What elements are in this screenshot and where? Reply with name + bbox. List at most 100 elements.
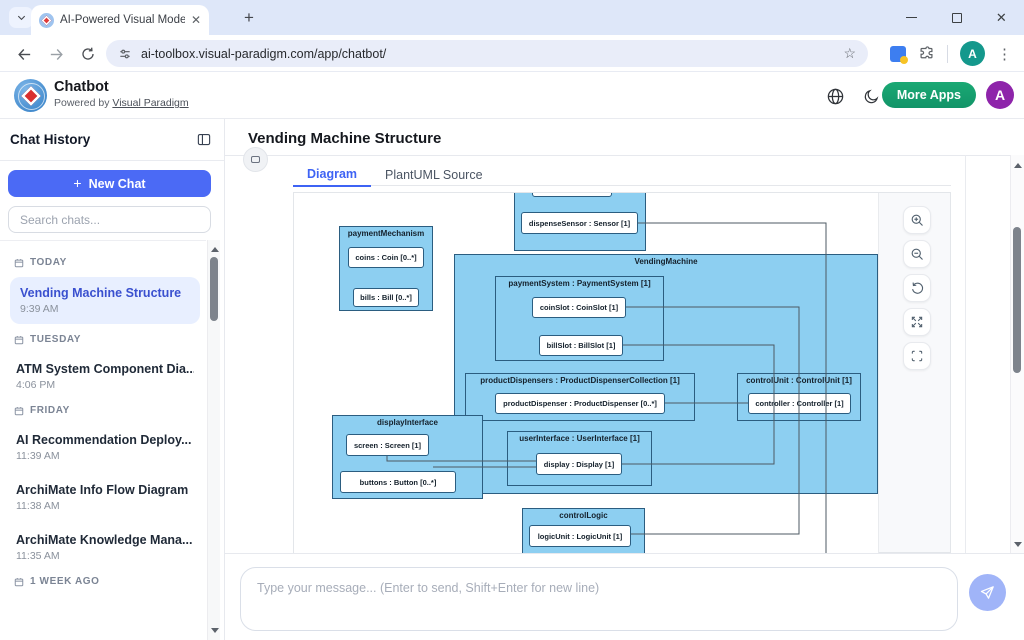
diagram-node-coins: coins : Coin [0..*] — [348, 247, 424, 268]
page-title: Vending Machine Structure — [248, 130, 442, 147]
more-apps-button[interactable]: More Apps — [881, 82, 976, 108]
chat-group-header: 1 WEEK AGO — [14, 576, 200, 587]
app-header: Chatbot Powered by Visual Paradigm More … — [0, 72, 1024, 119]
tab-search-button[interactable] — [9, 7, 33, 28]
browser-tab[interactable]: AI-Powered Visual Modeling Ch ✕ — [31, 5, 209, 35]
sidebar-header: Chat History — [0, 119, 224, 161]
new-chat-label: New Chat — [88, 176, 146, 191]
dark-mode-button[interactable] — [860, 85, 882, 107]
chat-scroll-down-icon[interactable] — [1013, 542, 1022, 547]
moon-icon — [864, 89, 878, 103]
forward-button[interactable] — [44, 42, 68, 66]
expand-button[interactable] — [903, 308, 931, 336]
chat-item-time: 9:39 AM — [20, 303, 59, 315]
diagram-node-title: VendingMachine — [634, 257, 698, 266]
diagram-node-display: display : Display [1] — [536, 453, 622, 475]
user-avatar[interactable]: A — [986, 81, 1014, 109]
zoom-out-button[interactable] — [903, 240, 931, 268]
language-button[interactable] — [824, 85, 846, 107]
diagram-node-screen: screen : Screen [1] — [346, 434, 429, 456]
browser-menu-icon[interactable]: ⋮ — [997, 45, 1012, 63]
window-maximize-button[interactable] — [951, 12, 962, 23]
tab-diagram[interactable]: Diagram — [293, 162, 372, 187]
globe-icon — [827, 88, 843, 104]
reset-view-button[interactable] — [903, 274, 931, 302]
diagram-node-controller: controller : Controller [1] — [748, 393, 851, 414]
sidebar-scrollbar-thumb[interactable] — [210, 257, 218, 321]
search-chats-input[interactable] — [8, 206, 211, 233]
fullscreen-button[interactable] — [903, 342, 931, 370]
chat-scroll-up-icon[interactable] — [1013, 163, 1022, 168]
diagram-viewer: dispenseSensor : Sensor [1] paymentMechan… — [293, 192, 951, 554]
chat-item-time: 4:06 PM — [16, 379, 56, 391]
diagram-node-title: paymentSystem : PaymentSystem [1] — [508, 279, 651, 288]
chat-group-label: TODAY — [30, 257, 67, 268]
diagram-canvas[interactable]: dispenseSensor : Sensor [1] paymentMechan… — [294, 193, 879, 554]
browser-profile-avatar[interactable]: A — [960, 41, 985, 66]
tab-close-icon[interactable]: ✕ — [190, 13, 201, 27]
bookmark-star-icon[interactable]: ☆ — [843, 45, 856, 61]
chat-history-item[interactable]: ArchiMate Knowledge Mana...11:35 AM — [10, 529, 200, 566]
scroll-top-button[interactable] — [243, 147, 268, 172]
chat-group-label: TUESDAY — [30, 334, 82, 345]
sidebar-title: Chat History — [10, 132, 91, 147]
new-chat-button[interactable]: +New Chat — [8, 170, 211, 197]
sidebar-scrollbar[interactable] — [207, 240, 220, 640]
diagram-node-dispense-sensor: dispenseSensor : Sensor [1] — [521, 212, 638, 234]
chat-history-item[interactable]: Vending Machine Structure 9:39 AM — [10, 277, 200, 324]
extensions-puzzle-icon[interactable] — [918, 45, 935, 62]
diagram-node-title: productDispensers : ProductDispenserColl… — [480, 376, 680, 385]
chat-group-header: FRIDAY — [14, 405, 200, 416]
chat-history-item[interactable]: ATM System Component Dia... 4:06 PM — [10, 358, 200, 395]
chat-item-title: AI Recommendation Deploy... — [16, 433, 192, 447]
diagram-node-dispenser-hidden-part — [532, 193, 612, 197]
url-text: ai-toolbox.visual-paradigm.com/app/chatb… — [141, 46, 387, 61]
chat-item-title: ATM System Component Dia... — [16, 362, 194, 376]
window-minimize-button[interactable] — [906, 16, 918, 19]
chat-scrollbar-thumb[interactable] — [1013, 227, 1021, 373]
scroll-down-arrow-icon[interactable] — [210, 628, 219, 633]
message-composer — [225, 554, 1024, 640]
chat-item-title: Vending Machine Structure — [20, 286, 182, 300]
reload-icon — [82, 47, 94, 60]
reload-button[interactable] — [76, 42, 100, 66]
chat-group-header: TUESDAY — [14, 334, 200, 345]
send-button[interactable] — [969, 574, 1006, 611]
toolbar-right: A ⋮ — [890, 35, 1024, 72]
tab-title: AI-Powered Visual Modeling Ch — [60, 14, 185, 26]
chat-group-header: TODAY — [14, 257, 200, 268]
url-bar[interactable]: ai-toolbox.visual-paradigm.com/app/chatb… — [106, 40, 868, 67]
diagram-node-title: userInterface : UserInterface [1] — [519, 434, 640, 443]
scroll-top-icon — [251, 156, 260, 163]
window-close-button[interactable]: ✕ — [995, 10, 1007, 25]
scroll-up-arrow-icon[interactable] — [210, 247, 219, 252]
viewer-controls — [903, 206, 931, 376]
diagram-node-buttons: buttons : Button [0..*] — [340, 471, 456, 493]
forward-arrow-icon — [50, 48, 63, 60]
chat-scrollbar[interactable] — [1010, 155, 1024, 553]
powered-by: Powered by Visual Paradigm — [54, 97, 189, 109]
diagram-node-product-dispenser: productDispenser : ProductDispenser [0..… — [495, 393, 665, 414]
zoom-in-button[interactable] — [903, 206, 931, 234]
diagram-node-title: paymentMechanism — [347, 229, 425, 238]
chat-group-label: FRIDAY — [30, 405, 70, 416]
header-divider — [225, 155, 1024, 156]
site-settings-icon — [120, 49, 130, 58]
chat-list: TODAY Vending Machine Structure 9:39 AM TUE… — [0, 240, 206, 640]
window-controls: ✕ — [889, 0, 1024, 35]
browser-toolbar: ai-toolbox.visual-paradigm.com/app/chatb… — [0, 35, 1024, 72]
powered-by-link[interactable]: Visual Paradigm — [112, 97, 189, 109]
composer-divider — [225, 553, 1024, 554]
new-tab-button[interactable]: + — [244, 8, 254, 27]
content-right-rule — [965, 155, 966, 553]
back-button[interactable] — [12, 42, 36, 66]
browser-tab-strip: AI-Powered Visual Modeling Ch ✕ + ✕ — [0, 0, 1024, 35]
pinned-extension-icon[interactable] — [890, 45, 908, 64]
chat-history-item[interactable]: AI Recommendation Deploy...11:39 AM — [10, 429, 200, 466]
tab-plantuml-source[interactable]: PlantUML Source — [385, 167, 483, 182]
diagram-tabs: Diagram PlantUML Source — [293, 162, 951, 187]
message-input[interactable] — [240, 567, 958, 631]
collapse-sidebar-icon[interactable] — [196, 132, 212, 147]
